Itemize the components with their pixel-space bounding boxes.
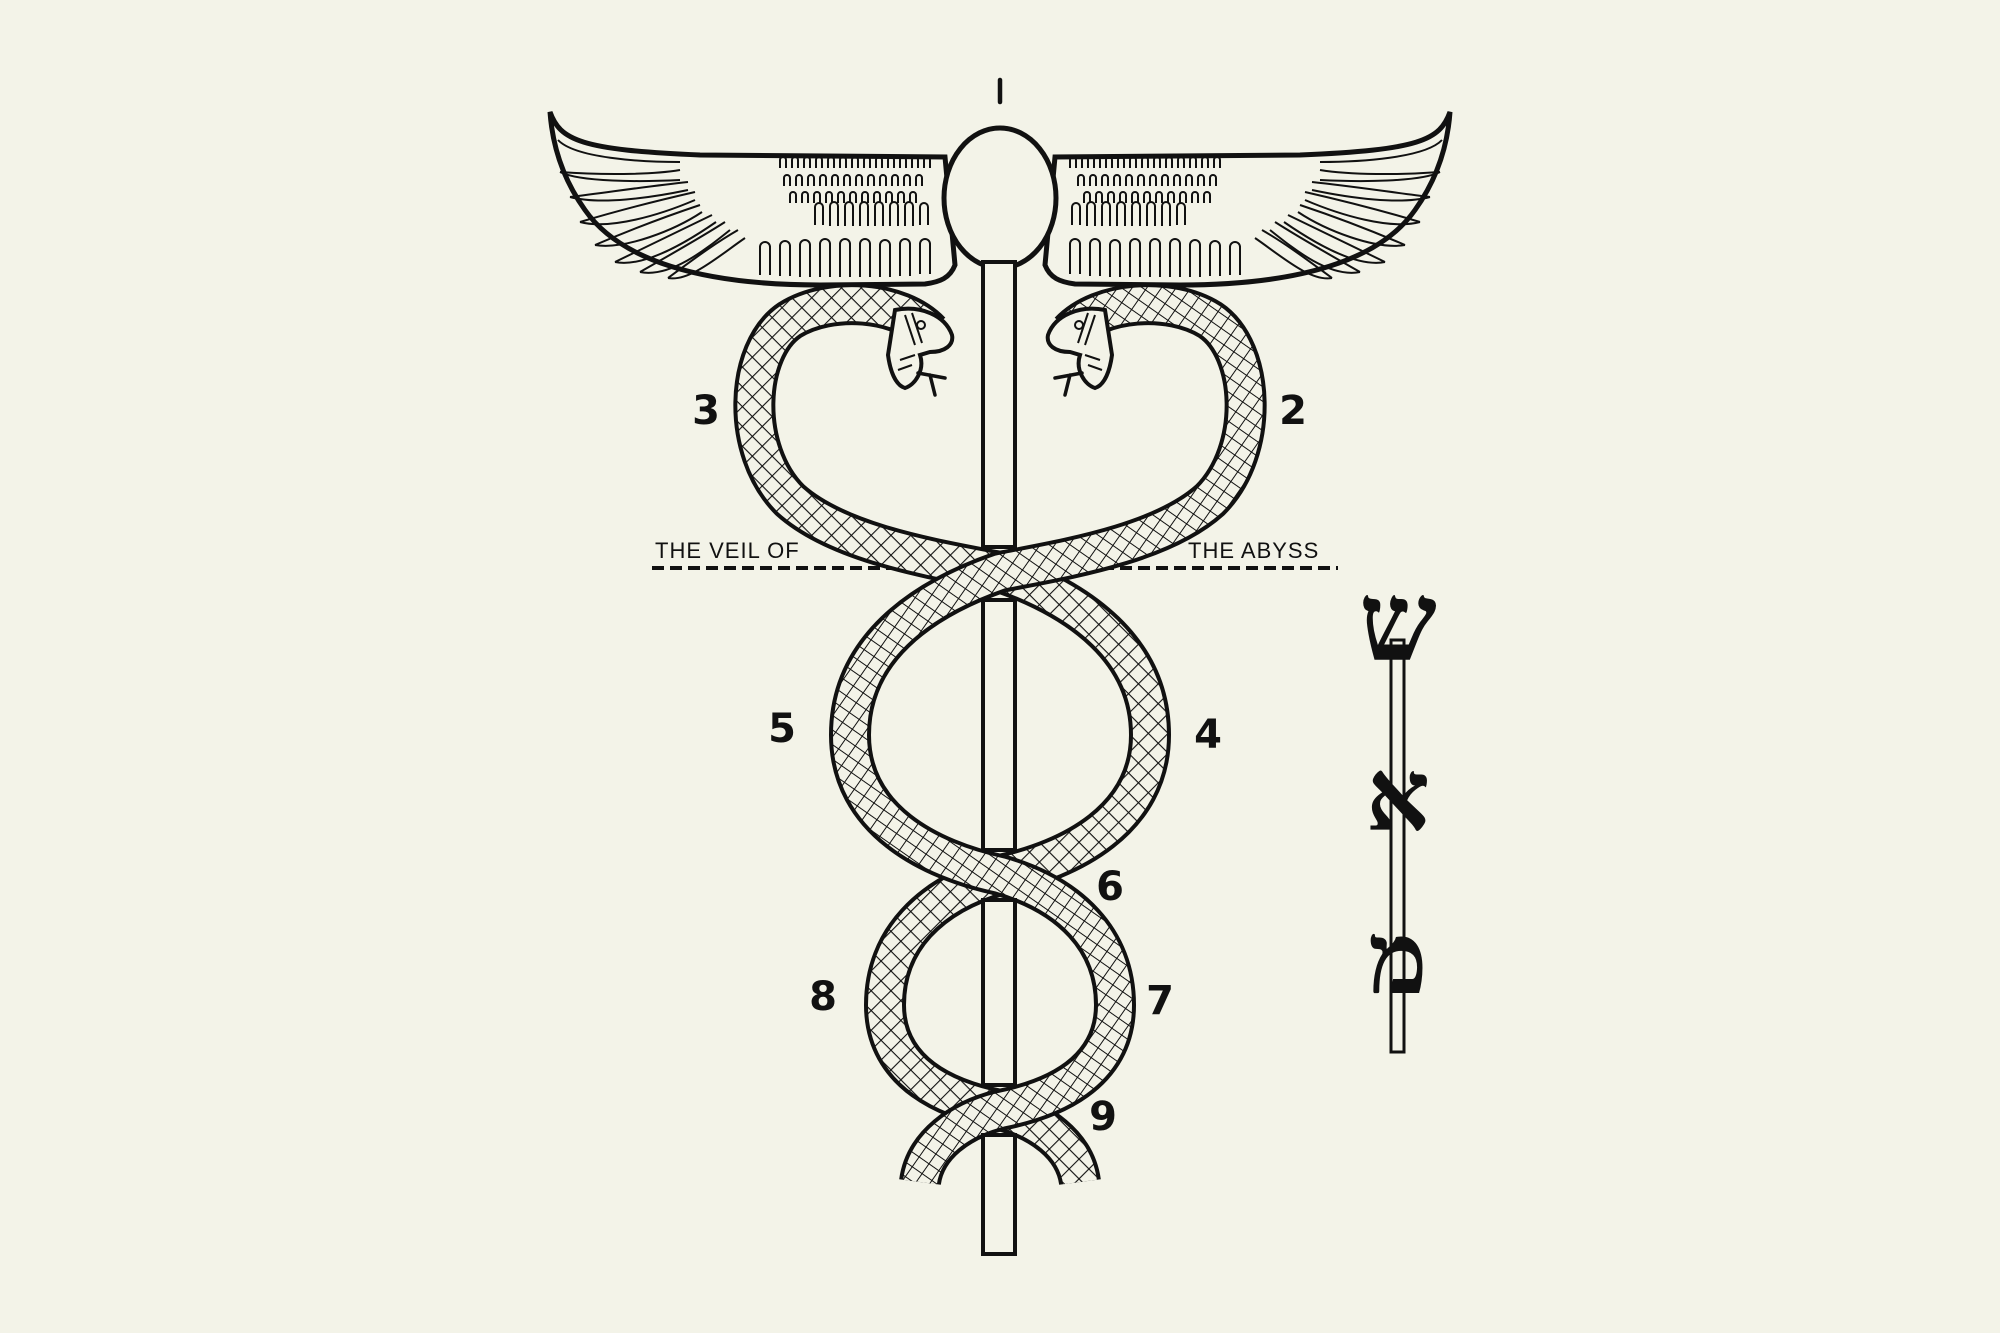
right-wing [1042, 111, 1453, 288]
left-wing-feathers [759, 156, 931, 277]
number-9: 9 [1089, 1094, 1117, 1140]
left-wing [547, 111, 958, 288]
number-6: 6 [1096, 864, 1124, 910]
sun-disc [941, 125, 1059, 271]
number-2: 2 [1279, 388, 1307, 434]
hebrew-letter-mem: מ [1368, 899, 1427, 1017]
right-serpent [828, 283, 1267, 1187]
left-serpent-head [885, 306, 955, 397]
hebrew-letter-shin: ש [1359, 557, 1437, 686]
staff-visible-segments [981, 260, 1017, 1256]
number-4: 4 [1194, 712, 1222, 758]
left-serpent [733, 283, 1172, 1187]
number-7: 7 [1146, 978, 1174, 1024]
right-serpent-head [1045, 306, 1115, 397]
veil-label-left: THE VEIL OF [655, 538, 800, 563]
number-8: 8 [809, 974, 837, 1020]
number-5: 5 [768, 706, 796, 752]
hebrew-letter-aleph: א [1366, 736, 1430, 854]
hebrew-letters-rod: ש א מ [1359, 557, 1437, 1054]
veil-label-right: THE ABYSS [1188, 538, 1319, 563]
number-3: 3 [692, 388, 720, 434]
